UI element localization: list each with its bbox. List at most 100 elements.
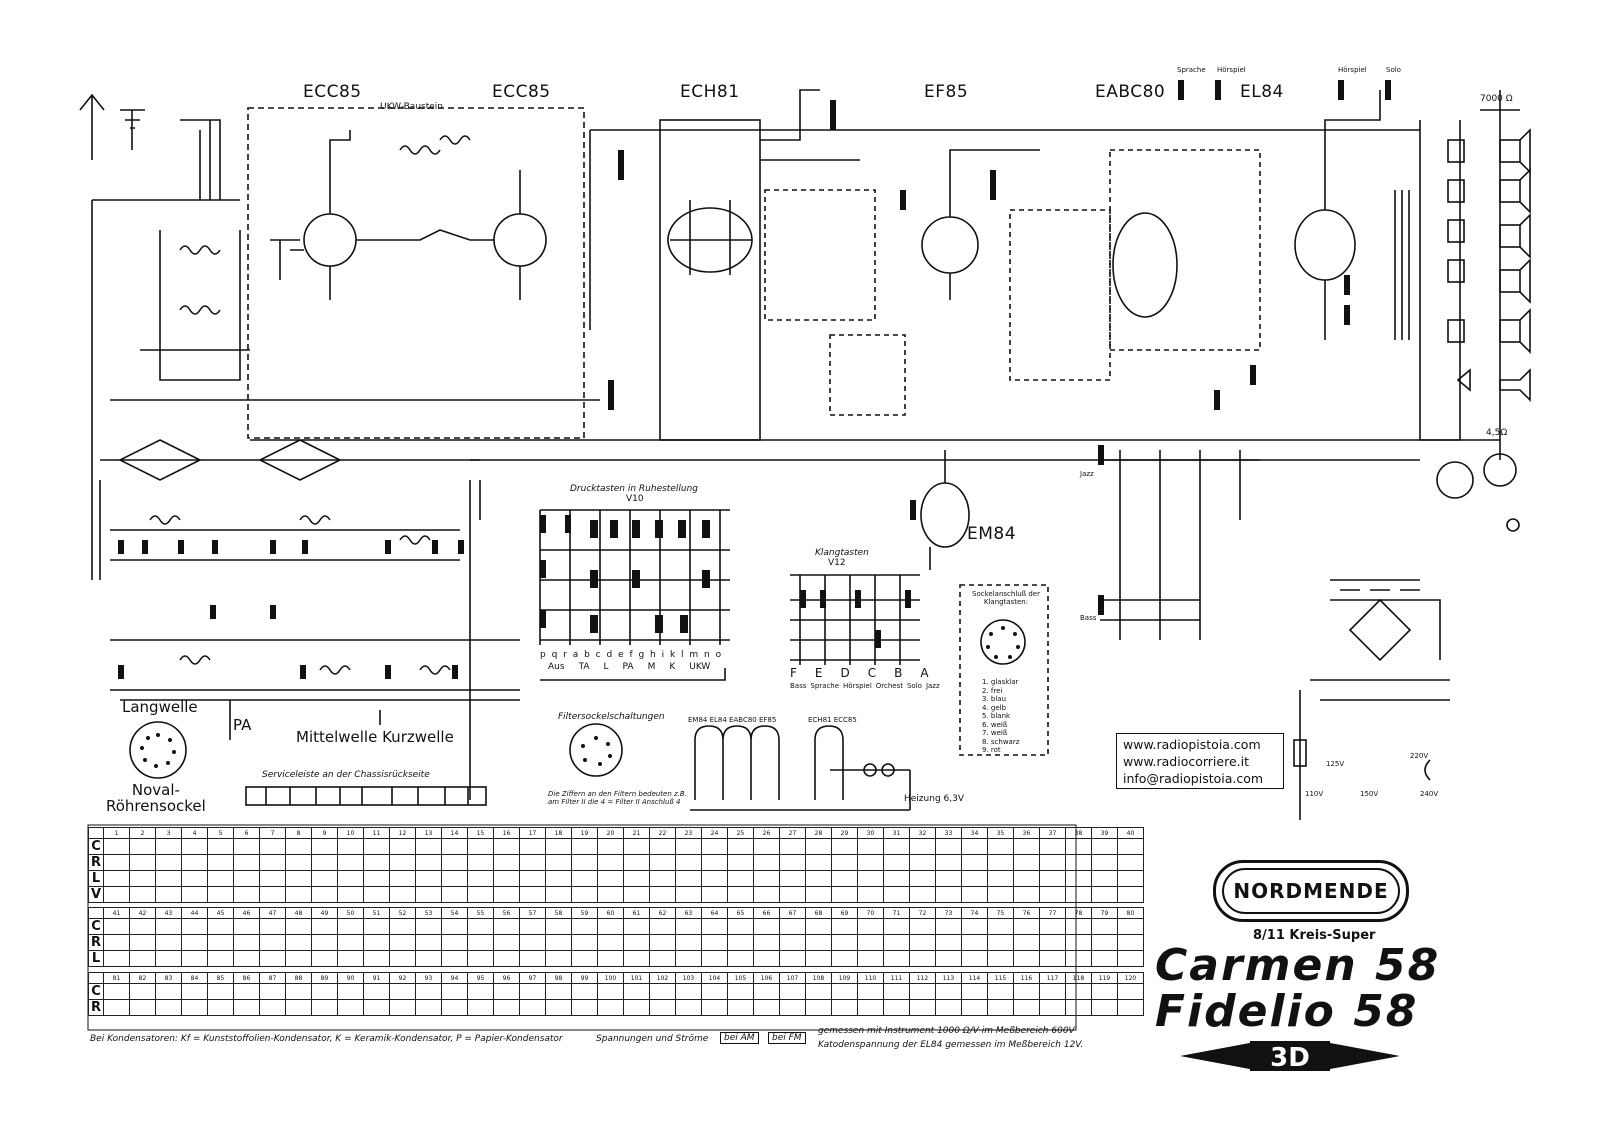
table-cell [311,983,338,1000]
sockel-list-item: 5. blank [982,712,1011,720]
table-cell [831,854,858,871]
table-number-cell: 7 [259,827,286,839]
table-cell [1065,999,1092,1016]
table-cell [467,983,494,1000]
table-cell [129,934,156,951]
tube-label-ecc85-b: ECC85 [492,82,551,102]
table-cell [1065,950,1092,967]
table-cell [207,950,234,967]
table-number-cell: 100 [597,972,624,984]
table-cell [285,983,312,1000]
table-cell [805,870,832,887]
table-cell [987,854,1014,871]
table-cell [493,838,520,855]
table-cell [103,870,130,887]
table-number-cell: 32 [909,827,936,839]
table-number-cell: 51 [363,907,390,919]
klangtasten-letter: E [814,666,823,680]
table-number-cell: 22 [649,827,676,839]
table-cell [259,918,286,935]
table-cell [129,838,156,855]
table-cell [1039,934,1066,951]
klangtasten-title: Klangtasten [815,548,869,558]
table-number-cell: 118 [1065,972,1092,984]
table-cell [155,870,182,887]
table-number-cell: 10 [337,827,364,839]
table-cell [961,950,988,967]
table-number-cell: 46 [233,907,260,919]
table-cell [701,983,728,1000]
table-cell [181,934,208,951]
table-cell [779,934,806,951]
table-number-cell: 113 [935,972,962,984]
label-hoerspiel-top: Hörspiel [1217,66,1246,74]
website-email[interactable]: info@radiopistoia.com [1123,771,1264,786]
table-number-cell: 30 [857,827,884,839]
table-cell [519,854,546,871]
table-cell [545,838,572,855]
table-cell [441,870,468,887]
table-cell [389,870,416,887]
table-number-cell: 89 [311,972,338,984]
table-cell [961,999,988,1016]
table-cell [233,999,260,1016]
table-number-cell: 34 [961,827,988,839]
table-cell [129,854,156,871]
table-cell [805,934,832,951]
drucktasten-button-label: M [647,662,656,672]
table-cell [701,854,728,871]
filtersockel-title: Filtersockelschaltungen [558,712,665,722]
table-cell [779,983,806,1000]
table-number-cell: 31 [883,827,910,839]
table-number-cell: 26 [753,827,780,839]
table-cell [623,854,650,871]
table-cell [233,838,260,855]
table-cell [311,918,338,935]
table-cell [467,934,494,951]
table-cell [935,886,962,903]
table-row-header: R [88,999,104,1016]
table-cell [545,934,572,951]
table-cell [1065,870,1092,887]
table-cell [519,870,546,887]
table-cell [805,918,832,935]
table-cell [129,999,156,1016]
table-number-cell: 24 [701,827,728,839]
table-cell [961,983,988,1000]
three-d-arrow-badge: 3D [1180,1041,1400,1073]
website-link-2[interactable]: www.radiocorriere.it [1123,754,1249,769]
table-cell [857,838,884,855]
table-row: C [88,983,1144,1000]
table-cell [701,918,728,935]
table-cell [831,983,858,1000]
website-link-1[interactable]: www.radiopistoia.com [1123,737,1261,752]
table-number-cell: 77 [1039,907,1066,919]
table-cell [623,918,650,935]
website-box: www.radiopistoia.com www.radiocorriere.i… [1116,733,1284,789]
table-row: R [88,999,1144,1016]
table-cell [701,886,728,903]
table-cell [909,950,936,967]
table-cell [805,838,832,855]
table-cell [129,886,156,903]
table-cell [597,934,624,951]
table-cell [987,870,1014,887]
table-cell [805,950,832,967]
table-cell [727,983,754,1000]
filtersockel-note: Die Ziffern an den Filtern bedeuten z.B.… [548,790,687,806]
table-cell [441,886,468,903]
table-cell [129,918,156,935]
table-cell [857,934,884,951]
table-number-cell: 38 [1065,827,1092,839]
klangtasten-button-label: Sprache [810,682,840,690]
table-cell [1065,934,1092,951]
table-cell [1091,838,1118,855]
table-cell [467,999,494,1016]
table-cell [363,934,390,951]
table-cell [831,934,858,951]
table-row: L [88,950,1144,967]
table-cell [727,950,754,967]
table-cell [467,854,494,871]
